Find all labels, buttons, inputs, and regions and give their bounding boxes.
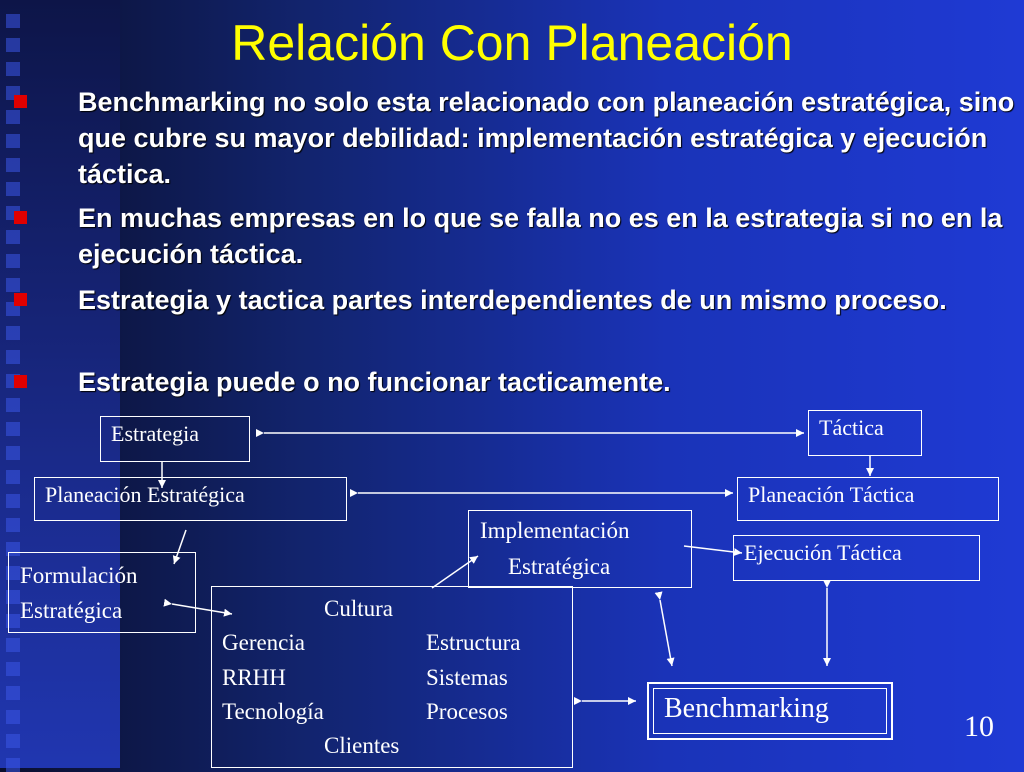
decorative-square	[6, 326, 20, 340]
node-label: Estrategia	[111, 421, 199, 446]
arrow-factores-implementacion	[431, 555, 479, 589]
bullet-item: Estrategia y tactica partes interdependi…	[14, 282, 1018, 318]
bullet-text: Benchmarking no solo esta relacionado co…	[78, 87, 1015, 189]
factor-label: Estructura	[426, 630, 521, 655]
decorative-square	[6, 638, 20, 652]
node-formulacion-estrategica	[8, 552, 196, 633]
decorative-square	[6, 110, 20, 124]
decorative-square	[6, 614, 20, 628]
bullet-text: Estrategia puede o no funcionar tacticam…	[78, 367, 671, 397]
node-label: Ejecución Táctica	[744, 540, 902, 565]
decorative-square	[6, 590, 20, 604]
decorative-square	[6, 494, 20, 508]
bullet-square-icon	[14, 211, 27, 224]
node-label: Estratégica	[508, 554, 611, 579]
factor-label: Clientes	[324, 733, 400, 758]
decorative-square	[6, 422, 20, 436]
decorative-square	[6, 350, 20, 364]
node-implementacion-estrategica	[468, 510, 692, 588]
decorative-square	[6, 62, 20, 76]
decorative-square	[6, 134, 20, 148]
decorative-square	[6, 14, 20, 28]
decorative-square	[6, 398, 20, 412]
decorative-square	[6, 686, 20, 700]
node-tactica: Táctica	[808, 410, 922, 456]
node-planeacion-estrategica: Planeación Estratégica	[34, 477, 347, 521]
bullet-square-icon	[14, 293, 27, 306]
bullet-square-icon	[14, 375, 27, 388]
factor-label: RRHH	[222, 665, 286, 690]
decorative-square	[6, 734, 20, 748]
decorative-square	[6, 230, 20, 244]
arrow-implementacion-ejecucion	[683, 545, 743, 557]
node-label: Planeación Estratégica	[45, 482, 245, 507]
decorative-square	[6, 446, 20, 460]
factor-label: Tecnología	[222, 699, 324, 724]
node-planeacion-tactica: Planeación Táctica	[737, 477, 999, 521]
decorative-square	[6, 38, 20, 52]
node-label: Estratégica	[20, 598, 123, 623]
arrow-formulacion-factores	[163, 598, 233, 617]
bullet-square-icon	[14, 95, 27, 108]
decorative-square	[6, 662, 20, 676]
slide-title: Relación Con Planeación	[231, 15, 793, 71]
arrow-implementacion-benchmarking	[654, 591, 675, 667]
factor-label: Cultura	[324, 596, 393, 621]
arrow-planeacion-formulacion	[172, 529, 187, 565]
decorative-square	[6, 470, 20, 484]
bullet-item: Benchmarking no solo esta relacionado co…	[14, 84, 1018, 192]
decorative-square	[6, 518, 20, 532]
node-label: Formulación	[20, 563, 138, 588]
node-estrategia: Estrategia	[100, 416, 250, 462]
node-benchmarking: Benchmarking	[647, 682, 893, 740]
node-label: Táctica	[819, 415, 884, 440]
decorative-square	[6, 254, 20, 268]
page-number: 10	[964, 710, 994, 743]
bullet-item: Estrategia puede o no funcionar tacticam…	[14, 364, 1018, 400]
decorative-square	[6, 158, 20, 172]
decorative-square	[6, 182, 20, 196]
node-ejecucion-tactica: Ejecución Táctica	[733, 535, 980, 581]
bullet-item: En muchas empresas en lo que se falla no…	[14, 200, 1018, 272]
decorative-square	[6, 566, 20, 580]
node-label: Benchmarking	[653, 688, 887, 734]
decorative-square	[6, 278, 20, 292]
bullet-text: Estrategia y tactica partes interdependi…	[78, 285, 947, 315]
factor-label: Procesos	[426, 699, 508, 724]
factor-label: Sistemas	[426, 665, 508, 690]
bullet-text: En muchas empresas en lo que se falla no…	[78, 203, 1003, 269]
node-label: Implementación	[480, 518, 630, 543]
decorative-square	[6, 710, 20, 724]
node-label: Planeación Táctica	[748, 482, 915, 507]
factor-label: Gerencia	[222, 630, 305, 655]
